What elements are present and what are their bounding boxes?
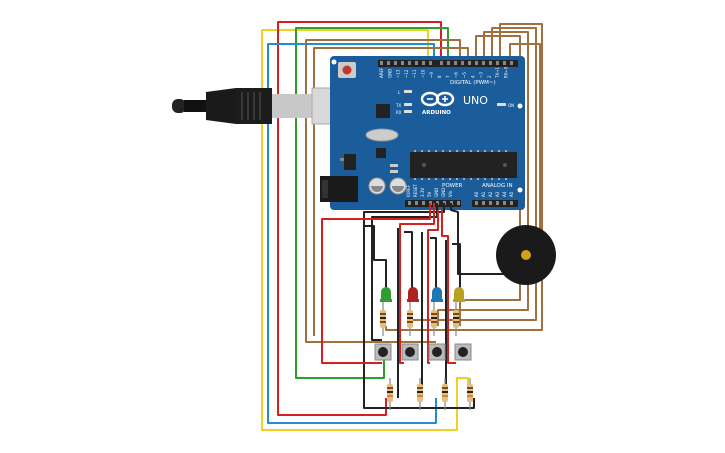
wire-brown-5[interactable] — [385, 23, 543, 331]
pin-label: A1 — [481, 191, 486, 197]
resistor-1[interactable] — [380, 302, 386, 336]
power-wires — [321, 203, 510, 409]
piezo-buzzer[interactable] — [496, 225, 556, 285]
pin-label: A0 — [474, 191, 479, 197]
pin-label: GND — [387, 69, 392, 78]
on-label: ON — [508, 103, 514, 108]
wire-red-5v[interactable] — [321, 203, 431, 364]
pin-label: AREF — [379, 67, 384, 78]
led-yellow[interactable] — [453, 287, 465, 302]
wire-black-gnd[interactable] — [363, 203, 475, 409]
led-red[interactable] — [407, 287, 419, 302]
pushbutton-4[interactable] — [454, 343, 472, 361]
pulldown-resistor-3[interactable] — [442, 378, 448, 410]
rx-label: RX — [396, 110, 402, 115]
pin-label: 2 — [487, 75, 492, 78]
led-blue[interactable] — [431, 287, 443, 302]
pin-label: 5V — [427, 191, 432, 197]
wire-black-8[interactable] — [430, 237, 437, 288]
pin-label: TX→1 — [495, 66, 500, 79]
pin-label: A3 — [495, 191, 500, 197]
pin-label: ~13 — [396, 69, 401, 78]
usb-chip — [376, 104, 390, 118]
crystal — [365, 128, 399, 142]
power-label: POWER — [442, 183, 463, 189]
pin-label: ~3 — [479, 72, 484, 78]
pin-label: GND — [434, 188, 439, 197]
digital-label: DIGITAL (PWM~) — [450, 80, 496, 86]
wire-brown-3[interactable] — [437, 31, 529, 326]
pin-label: ~5 — [462, 72, 467, 78]
led-green[interactable] — [380, 287, 392, 302]
pulldown-resistors — [387, 378, 473, 410]
pulldown-resistor-4[interactable] — [467, 378, 473, 410]
wire-red-5v-2[interactable] — [399, 203, 435, 364]
atmega-chip — [410, 152, 517, 178]
brand-label: ARDUINO — [422, 110, 451, 116]
pin-label: A2 — [488, 191, 493, 197]
led-resistors — [380, 302, 459, 336]
analog-label: ANALOG IN — [482, 183, 513, 189]
wire-black-9[interactable] — [452, 243, 461, 288]
pin-label: GND — [441, 188, 446, 197]
pin-label: IOREF — [406, 184, 411, 197]
pushbuttons — [374, 343, 472, 361]
pushbutton-1[interactable] — [374, 343, 392, 361]
pulldown-resistor-1[interactable] — [387, 378, 393, 410]
pin-label: RESET — [413, 184, 418, 197]
pulldown-resistor-2[interactable] — [417, 378, 423, 410]
wire-black-buzzer[interactable] — [450, 203, 510, 275]
model-label: UNO — [463, 94, 488, 107]
wire-black-7[interactable] — [404, 231, 413, 288]
pin-label: ~9 — [429, 72, 434, 78]
pin-label: 3.3V — [420, 188, 425, 197]
resistor-3[interactable] — [431, 302, 437, 336]
resistor-4[interactable] — [453, 302, 459, 336]
pin-label: A5 — [509, 191, 514, 197]
pin-label: ~12 — [404, 69, 409, 78]
resistor-2[interactable] — [407, 302, 413, 336]
pushbutton-2[interactable] — [401, 343, 419, 361]
pin-label: ~11 — [412, 69, 417, 78]
pin-label: 7 — [445, 75, 450, 78]
pushbutton-3[interactable] — [428, 343, 446, 361]
wire-brown-6[interactable] — [313, 47, 469, 336]
pin-label: 4 — [470, 75, 475, 78]
arduino-logo — [420, 91, 455, 107]
pin-label: ~6 — [454, 72, 459, 78]
wire-yellow-outer[interactable] — [261, 29, 469, 431]
pin-label: RX←0 — [504, 66, 509, 78]
pin-label: 8 — [437, 75, 442, 78]
pin-label: A4 — [502, 191, 507, 197]
tx-label: TX — [395, 103, 401, 108]
wire-green-outer[interactable] — [295, 27, 449, 379]
led-l-label: L — [398, 90, 401, 95]
pin-label: Vin — [448, 190, 453, 197]
wire-red-5v-4[interactable] — [441, 210, 456, 364]
wire-black-6[interactable] — [364, 225, 387, 290]
usb-cable — [172, 87, 339, 125]
pin-label: ~10 — [421, 69, 426, 78]
wire-red-5v-3[interactable] — [427, 210, 439, 364]
